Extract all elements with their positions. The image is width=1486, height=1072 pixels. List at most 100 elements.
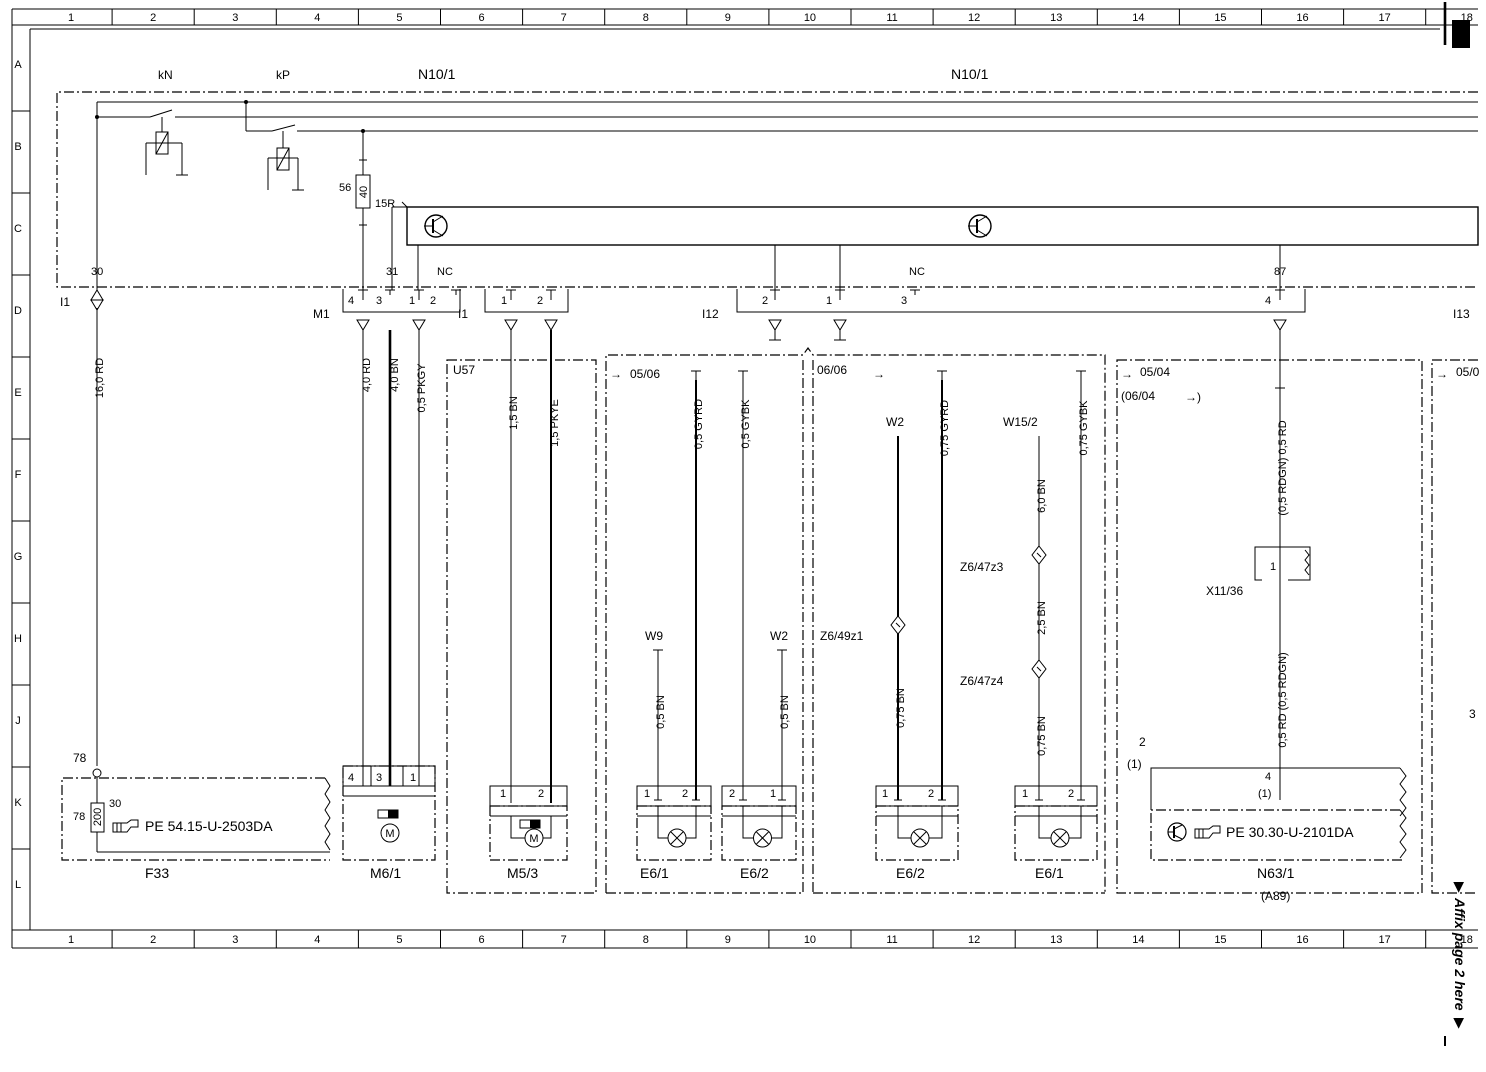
lamp-unit — [636, 785, 712, 861]
label-f33: F33 — [145, 865, 169, 881]
label-e6-1: E6/1 — [1035, 865, 1064, 881]
pin-3: 3 — [376, 295, 382, 307]
grid-column-label: 10 — [804, 12, 816, 24]
label-connector-i1: I1 — [60, 295, 70, 309]
internal-bus-lines — [95, 100, 1478, 290]
pin-nc: NC — [437, 266, 453, 278]
grid-column-label: 5 — [396, 934, 402, 946]
label-n10-1: N10/1 — [418, 66, 456, 82]
label-connector-i13: I13 — [1453, 307, 1470, 321]
connector-labels: I1 M1 I1 I12 I13 — [60, 295, 1470, 321]
pin-4: 4 — [1265, 771, 1271, 783]
pin-1: 1 — [410, 772, 416, 784]
n63-1-unit — [1150, 767, 1407, 861]
f33-fuse-box — [61, 777, 331, 861]
pin-1: 1 — [882, 788, 888, 800]
wire-label-15-bn: 1,5 BN — [508, 396, 520, 430]
grid-column-label: 2 — [150, 12, 156, 24]
wire-runs — [92, 308, 1281, 852]
n10-1-boundary — [56, 91, 1478, 288]
ref-0504: 05/04 — [1140, 365, 1170, 379]
grid-row-label: L — [15, 879, 21, 891]
splice-points — [890, 545, 1047, 679]
label-z6-47z3: Z6/47z3 — [960, 560, 1004, 574]
transistor-icon — [424, 214, 448, 238]
wire-label-4-rd: 4,0 RD — [361, 358, 373, 392]
pointing-hand-icon — [112, 819, 139, 833]
pin-1: 1 — [409, 295, 415, 307]
wire-label-075-gybk: 0,75 GYBK — [1078, 400, 1090, 456]
pin-2: 2 — [538, 788, 544, 800]
pin-15r: 15R — [375, 198, 395, 210]
ref-0604-arrow: →) — [1185, 390, 1201, 404]
pin-1-alt: (1) — [1127, 757, 1142, 771]
wire-label-05-rd-rdgn: 0,5 RD (0,5 RDGN) — [1277, 652, 1289, 747]
wire-label-05-gybk: 0,5 GYBK — [740, 399, 752, 449]
grid-column-label: 13 — [1050, 934, 1062, 946]
grid-column-label: 7 — [561, 12, 567, 24]
label-z6-47z4: Z6/47z4 — [960, 674, 1004, 688]
label-kp: kP — [276, 68, 290, 82]
grid-column-label: 16 — [1296, 12, 1308, 24]
relay-kn — [145, 109, 188, 176]
label-connector-i12: I12 — [702, 307, 719, 321]
ref-pe-f33: PE 54.15-U-2503DA — [145, 818, 273, 834]
pin-3: 3 — [1469, 707, 1476, 721]
label-m5-3: M5/3 — [507, 865, 538, 881]
label-z6-49z1: Z6/49z1 — [820, 629, 864, 643]
label-a89: (A89) — [1261, 889, 1290, 903]
transistor-output-block — [391, 201, 1479, 290]
pin-78: 78 — [73, 751, 87, 765]
label-w2: W2 — [886, 415, 904, 429]
pin-78: 78 — [73, 811, 85, 823]
grid-row-label: D — [14, 305, 22, 317]
wire-label-075-bn: 0,75 BN — [895, 688, 907, 728]
grid-row-label: G — [14, 551, 23, 563]
label-e6-2: E6/2 — [896, 865, 925, 881]
ref-05: 05/0 — [1456, 365, 1480, 379]
grid-row-label: C — [14, 223, 22, 235]
label-connector-i11: I1 — [458, 307, 468, 321]
label-m6-1: M6/1 — [370, 865, 401, 881]
pin-4: 4 — [1265, 295, 1271, 307]
grid-column-label: 1 — [68, 934, 74, 946]
pin-4: 4 — [348, 295, 354, 307]
grid-column-label: 17 — [1379, 12, 1391, 24]
grid-column-label: 3 — [232, 12, 238, 24]
wire-label-05-bn: 0,5 BN — [779, 695, 791, 729]
reference-labels: → 05/06 06/06 → → 05/04 (06/04 →) → 05/0… — [145, 363, 1480, 840]
grid-row-label: K — [14, 797, 22, 809]
grid-column-label: 10 — [804, 934, 816, 946]
pointing-hand-icon — [1194, 825, 1221, 839]
grid-row-label: F — [15, 469, 22, 481]
grid-column-label: 4 — [314, 12, 320, 24]
grid-column-label: 12 — [968, 12, 980, 24]
grid-row-label: H — [14, 633, 22, 645]
triangle-marker-icon: ▶ — [1452, 882, 1468, 893]
grid-column-label: 9 — [725, 12, 731, 24]
grid-column-label: 6 — [478, 934, 484, 946]
grid-column-label: 12 — [968, 934, 980, 946]
triangle-marker-icon: ▶ — [1452, 1018, 1468, 1029]
grid-column-label: 16 — [1296, 934, 1308, 946]
grid-column-label: 11 — [886, 934, 897, 946]
lamp-unit — [1014, 785, 1098, 861]
label-u57: U57 — [453, 363, 475, 377]
grid-column-label: 3 — [232, 934, 238, 946]
pin-2: 2 — [762, 295, 768, 307]
label-e6-1: E6/1 — [640, 865, 669, 881]
grid-row-label: B — [14, 141, 21, 153]
wire-label-05-bn: 0,5 BN — [655, 695, 667, 729]
affix-note: ▶ Affix page 2 here ▶ — [1444, 882, 1468, 1046]
grid-column-label: 5 — [396, 12, 402, 24]
pin-2: 2 — [1139, 735, 1146, 749]
m6-1-motor: M — [342, 765, 436, 861]
grid-column-label: 6 — [478, 12, 484, 24]
affix-page-label: Affix page 2 here — [1452, 897, 1468, 1011]
lamp-unit — [875, 785, 959, 861]
internal-fuse-40 — [355, 131, 371, 290]
